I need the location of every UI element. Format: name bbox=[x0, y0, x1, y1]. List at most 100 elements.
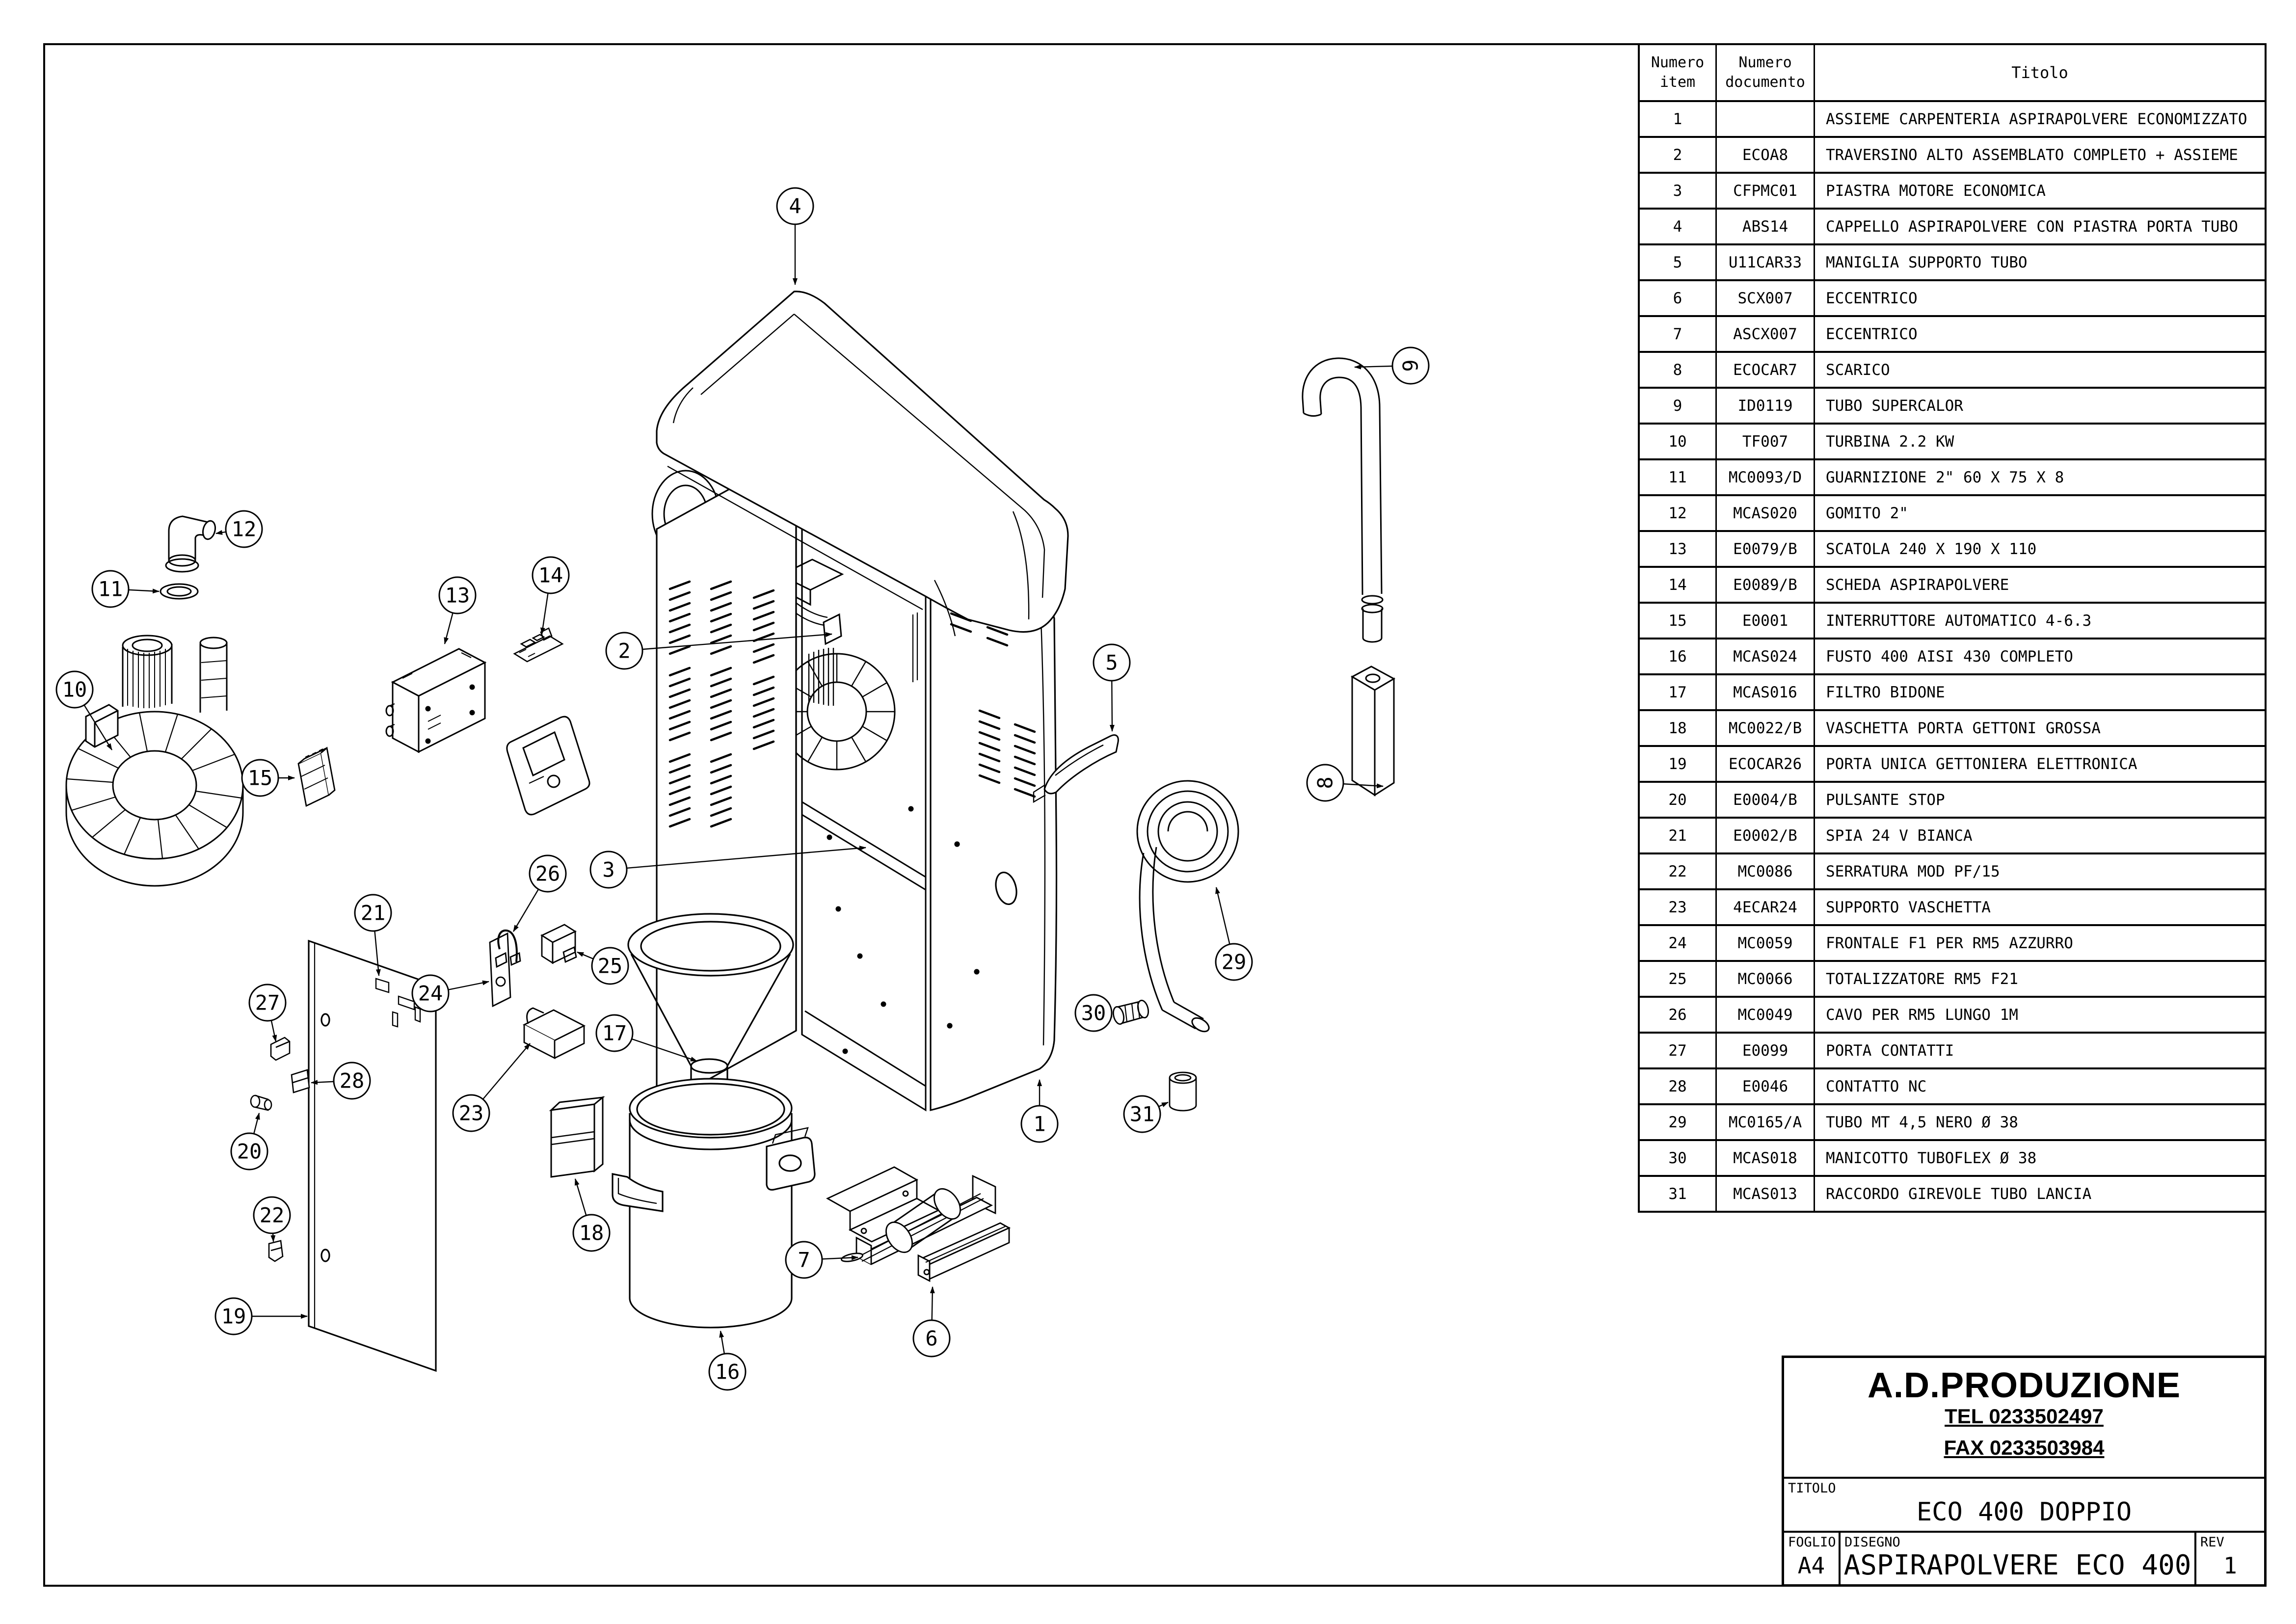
svg-text:5: 5 bbox=[1105, 651, 1118, 675]
cell-title: PULSANTE STOP bbox=[1826, 791, 1945, 809]
pcb-board bbox=[513, 627, 564, 663]
balloon-18: 18 bbox=[572, 1178, 611, 1252]
coin-lock-cluster bbox=[489, 929, 521, 1008]
cell-doc: MC0165/A bbox=[1717, 1105, 1815, 1139]
cell-doc: ID0119 bbox=[1717, 389, 1815, 423]
contact-parts bbox=[250, 1037, 310, 1262]
cell-doc: E0099 bbox=[1717, 1034, 1815, 1067]
foglio-value: A4 bbox=[1797, 1552, 1825, 1579]
svg-text:25: 25 bbox=[598, 954, 623, 978]
cell-doc: ECOA8 bbox=[1717, 138, 1815, 172]
cell-item: 5 bbox=[1640, 245, 1717, 279]
svg-text:20: 20 bbox=[237, 1140, 262, 1164]
drawing-title: ECO 400 DOPPIO bbox=[1916, 1497, 2132, 1527]
cell-item: 12 bbox=[1640, 496, 1717, 530]
cell-doc: ABS14 bbox=[1717, 210, 1815, 243]
disegno-value: ASPIRAPOLVERE ECO 400 bbox=[1843, 1549, 2191, 1581]
bom-header-item: Numero item bbox=[1640, 45, 1717, 100]
door-panel bbox=[308, 939, 437, 1372]
cell-doc: ECOCAR7 bbox=[1717, 353, 1815, 387]
cell-title: ECCENTRICO bbox=[1826, 325, 1918, 343]
balloon-24: 24 bbox=[411, 974, 489, 1012]
balloon-11: 11 bbox=[91, 570, 160, 608]
svg-text:22: 22 bbox=[260, 1203, 285, 1227]
rev-label: REV bbox=[2200, 1535, 2224, 1550]
rev-value: 1 bbox=[2223, 1552, 2237, 1579]
turbine-assembly bbox=[65, 635, 244, 887]
svg-text:14: 14 bbox=[538, 563, 563, 587]
cell-item: 1 bbox=[1640, 102, 1717, 136]
cell-doc: MC0066 bbox=[1717, 962, 1815, 996]
cell-item: 14 bbox=[1640, 568, 1717, 602]
cell-title: CAVO PER RM5 LUNGO 1M bbox=[1826, 1006, 2018, 1024]
svg-text:21: 21 bbox=[361, 901, 386, 925]
cell-doc: MCAS024 bbox=[1717, 639, 1815, 673]
cell-doc: CFPMC01 bbox=[1717, 174, 1815, 208]
balloon-29: 29 bbox=[1215, 887, 1253, 981]
svg-text:26: 26 bbox=[535, 862, 561, 886]
cell-item: 9 bbox=[1640, 389, 1717, 423]
cell-doc: 4ECAR24 bbox=[1717, 890, 1815, 924]
disegno-label: DISEGNO bbox=[1844, 1535, 1900, 1550]
cell-title: TOTALIZZATORE RM5 F21 bbox=[1826, 970, 2018, 988]
svg-text:13: 13 bbox=[445, 584, 470, 608]
balloon-15: 15 bbox=[241, 759, 295, 797]
cell-title: TUBO SUPERCALOR bbox=[1826, 397, 1963, 415]
gasket bbox=[160, 583, 199, 600]
cell-doc: U11CAR33 bbox=[1717, 245, 1815, 279]
cell-item: 19 bbox=[1640, 747, 1717, 781]
titolo-row: TITOLO ECO 400 DOPPIO bbox=[1784, 1479, 2264, 1533]
titolo-label: TITOLO bbox=[1788, 1481, 1836, 1496]
balloon-7: 7 bbox=[785, 1241, 858, 1279]
rev-cell: REV 1 bbox=[2196, 1533, 2264, 1585]
cell-item: 15 bbox=[1640, 604, 1717, 638]
tube-handle bbox=[1033, 734, 1119, 803]
cell-item: 28 bbox=[1640, 1069, 1717, 1103]
cell-item: 3 bbox=[1640, 174, 1717, 208]
bom-header-titolo: Titolo bbox=[2011, 63, 2068, 82]
cell-doc: MCAS016 bbox=[1717, 675, 1815, 709]
cell-title: SUPPORTO VASCHETTA bbox=[1826, 898, 1991, 916]
svg-text:19: 19 bbox=[221, 1305, 246, 1329]
balloon-3: 3 bbox=[589, 846, 866, 889]
cell-title: PORTA CONTATTI bbox=[1826, 1041, 1954, 1060]
cell-title: RACCORDO GIREVOLE TUBO LANCIA bbox=[1826, 1185, 2092, 1203]
balloon-21: 21 bbox=[354, 894, 392, 976]
cell-item: 31 bbox=[1640, 1177, 1717, 1211]
svg-text:23: 23 bbox=[459, 1101, 484, 1125]
funnel-filter bbox=[627, 913, 794, 1089]
svg-text:27: 27 bbox=[255, 991, 280, 1015]
cell-item: 7 bbox=[1640, 317, 1717, 351]
svg-text:18: 18 bbox=[579, 1221, 604, 1245]
svg-text:6: 6 bbox=[925, 1327, 937, 1351]
foglio-label: FOGLIO bbox=[1788, 1535, 1836, 1550]
cell-title: SCATOLA 240 X 190 X 110 bbox=[1826, 540, 2037, 558]
balloon-callouts: 1 2 3 4 5 6 7 8 9 10 11 12 13 14 15 16 1… bbox=[55, 187, 1430, 1391]
cell-title: PORTA UNICA GETTONIERA ELETTRONICA bbox=[1826, 755, 2137, 773]
cell-item: 20 bbox=[1640, 783, 1717, 817]
cell-title: TUBO MT 4,5 NERO Ø 38 bbox=[1826, 1113, 2018, 1131]
cell-doc: MC0093/D bbox=[1717, 460, 1815, 494]
balloon-8: 8 bbox=[1306, 764, 1384, 802]
cell-item: 21 bbox=[1640, 819, 1717, 852]
balloon-14: 14 bbox=[532, 556, 570, 635]
cell-title: ASSIEME CARPENTERIA ASPIRAPOLVERE ECONOM… bbox=[1826, 110, 2247, 128]
